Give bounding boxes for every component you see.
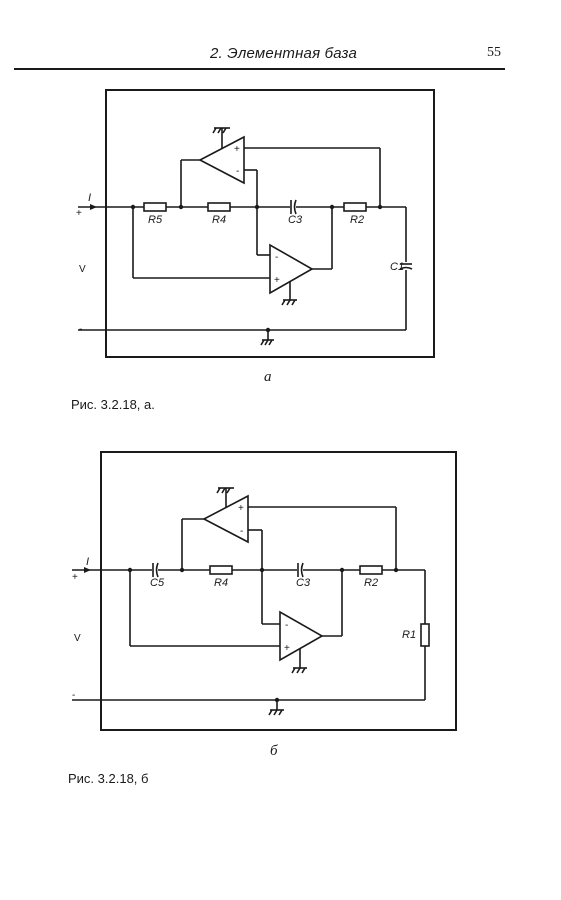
svg-text:+: + [238,503,244,514]
page-header: 2. Элементная база 55 [14,44,505,70]
label-c3-a: C3 [288,214,303,226]
label-r5-a: R5 [148,214,163,226]
label-current-a: I [88,192,91,204]
label-r2-b: R2 [364,577,378,589]
label-current-b: I [86,556,89,568]
label-plus-a: + [76,208,82,219]
svg-text:+: + [234,144,240,155]
label-r2-a: R2 [350,214,364,226]
figure-a-sublabel: а [264,369,272,385]
figure-a-caption: Рис. 3.2.18, а. [71,397,155,412]
svg-text:+: + [284,643,290,654]
circuit-a-frame [105,89,435,358]
label-c5-b: C5 [150,577,165,589]
label-c3-b: C3 [296,577,311,589]
opamp-lower-b [279,610,324,662]
circuit-a: + - - + I + V - R5 R4 C3 R2 C1 а [76,89,435,385]
opamp-lower-a [269,243,314,295]
resistor-r2-b [359,565,383,575]
svg-text:-: - [240,526,243,537]
label-r4-a: R4 [212,214,226,226]
label-c1-a: C1 [390,261,404,273]
resistor-r2-a [343,202,367,212]
svg-text:-: - [275,252,278,263]
label-voltage-b: V [74,633,81,644]
label-minus-b: - [72,690,75,701]
label-r1-b: R1 [402,629,416,641]
label-plus-b: + [72,572,78,583]
figure-b-sublabel: б [270,743,278,759]
opamp-upper-a [198,135,245,185]
page-number: 55 [487,45,501,60]
figure-b-caption: Рис. 3.2.18, б [68,771,149,786]
label-voltage-a: V [79,264,86,275]
resistor-r5-a [143,202,167,212]
circuit-b: + - - + I + V - C5 R4 C3 R2 R1 б [72,451,457,759]
label-minus-a: - [79,324,82,335]
svg-text:-: - [285,620,288,631]
opamp-upper-b [202,494,249,544]
svg-text:+: + [274,275,280,286]
label-r4-b: R4 [214,577,228,589]
resistor-r1-b [420,623,430,647]
resistor-r4-a [207,202,231,212]
svg-text:-: - [236,166,239,177]
resistor-r4-b [209,565,233,575]
circuit-b-frame [100,451,457,731]
running-title: 2. Элементная база [210,45,358,62]
